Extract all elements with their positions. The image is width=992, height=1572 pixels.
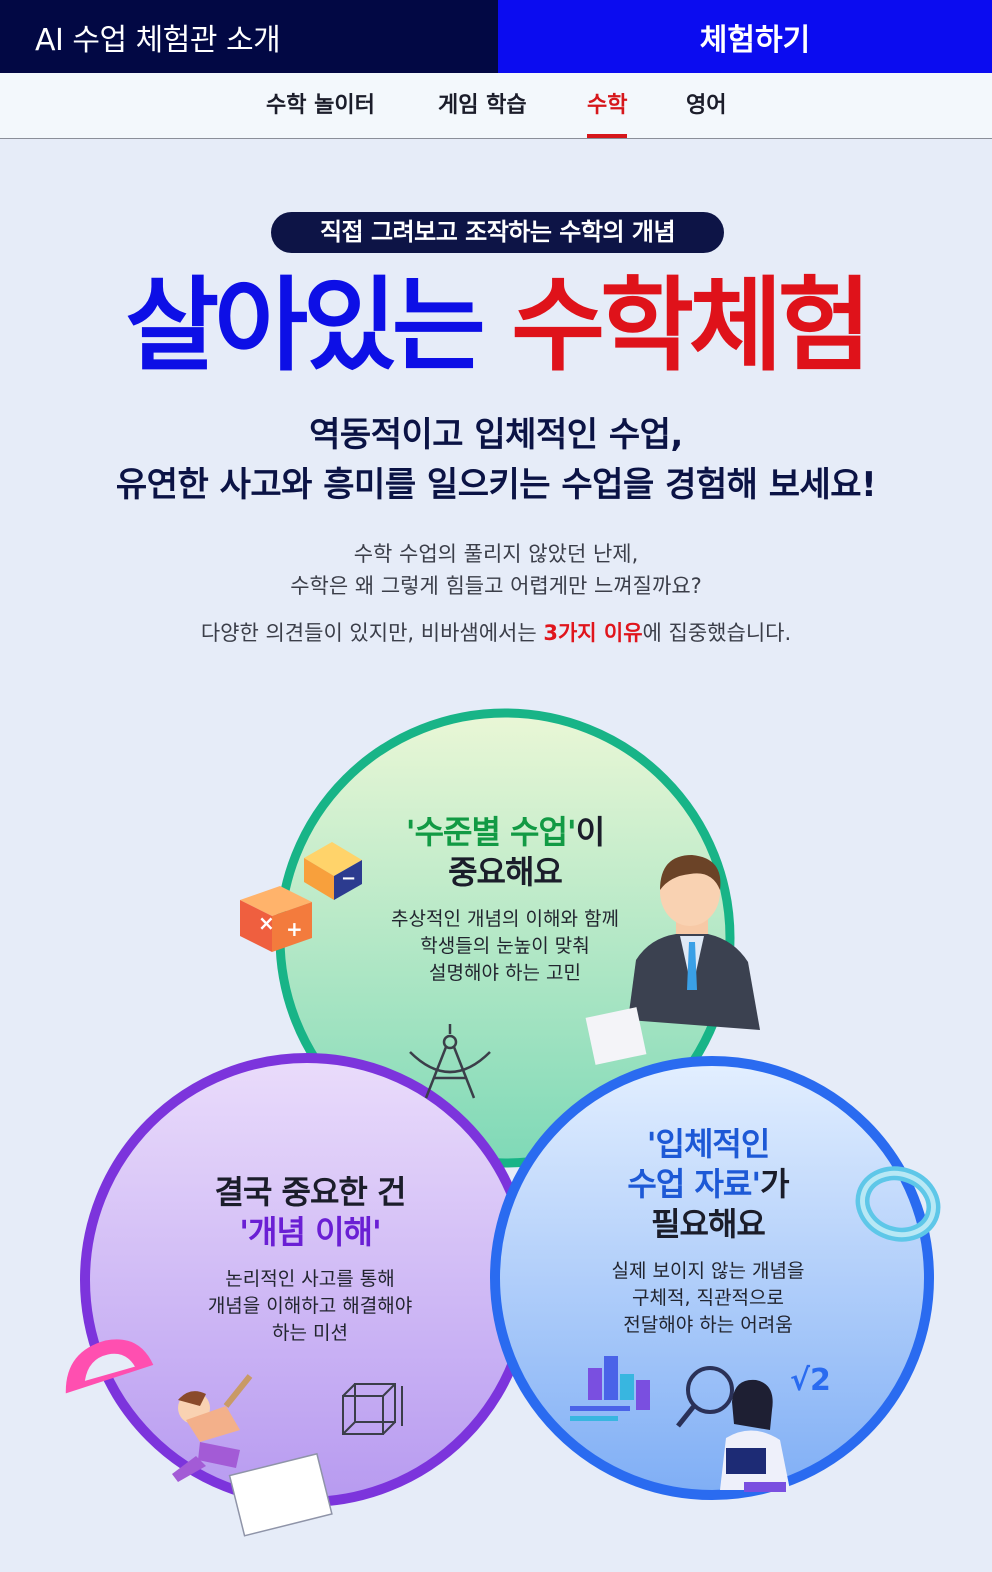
reason-purple-body-line: 개념을 이해하고 해결해야 xyxy=(207,1295,413,1317)
reason-blue-title: '입체적인 수업 자료'가 필요해요 xyxy=(528,1124,888,1244)
reason-purple-title-line1: 결국 중요한 건 xyxy=(214,1173,407,1211)
teacher-illustration xyxy=(585,855,760,1065)
reason-blue-body: 실제 보이지 않는 개념을 구체적, 직관적으로 전달해야 하는 어려움 xyxy=(528,1258,888,1339)
reason-purple-body-line: 하는 미션 xyxy=(272,1322,348,1344)
reason-purple-body: 논리적인 사고를 통해 개념을 이해하고 해결해야 하는 미션 xyxy=(130,1266,490,1347)
tab-english[interactable]: 영어 xyxy=(686,93,727,118)
blue-circle xyxy=(490,1056,934,1500)
reason-purple-highlight: '개념 이해' xyxy=(239,1213,381,1251)
reason-green-title-rest: 이 xyxy=(575,813,605,851)
reason-green-body-line: 학생들의 눈높이 맞춰 xyxy=(420,935,590,957)
svg-text:+: + xyxy=(286,917,303,941)
desc-line1: 수학 수업의 풀리지 않았던 난제, xyxy=(353,542,639,566)
header-title-area: AI 수업 체험관 소개 xyxy=(0,0,498,73)
reason-green-body-line: 추상적인 개념의 이해와 함께 xyxy=(391,908,619,930)
reason-blue-body-line: 전달해야 하는 어려움 xyxy=(623,1314,793,1336)
reason-purple-block: 결국 중요한 건 '개념 이해' 논리적인 사고를 통해 개념을 이해하고 해결… xyxy=(130,1172,490,1347)
svg-text:−: − xyxy=(341,868,356,889)
reason-green-block: '수준별 수업'이 중요해요 추상적인 개념의 이해와 함께 학생들의 눈높이 … xyxy=(325,812,685,987)
page-title: AI 수업 체험관 소개 xyxy=(35,22,281,58)
reason-blue-body-line: 구체적, 직관적으로 xyxy=(632,1287,784,1309)
try-experience-button[interactable]: 체험하기 xyxy=(498,0,992,73)
wire-cube-icon xyxy=(342,1383,403,1435)
venn-diagram-graphic: × + − xyxy=(65,708,941,1537)
hero-subtitle-line2: 유연한 사고와 흥미를 일으키는 수업을 경험해 보세요! xyxy=(115,465,877,505)
desc-line2: 수학은 왜 그렇게 힘들고 어렵게만 느껴질까요? xyxy=(290,574,702,598)
svg-text:×: × xyxy=(258,911,275,935)
bar-chart-3d-icon xyxy=(570,1356,650,1421)
subject-tab-bar: 수학 놀이터 게임 학습 수학 영어 xyxy=(0,73,992,139)
hero-title-blue: 살아있는 xyxy=(125,267,485,386)
reason-green-highlight: '수준별 수업' xyxy=(405,813,577,851)
desc3-highlight: 3가지 이유 xyxy=(543,621,643,645)
reason-purple-title: 결국 중요한 건 '개념 이해' xyxy=(130,1172,490,1252)
ring-3d-icon xyxy=(855,1166,941,1242)
tab-math-playground[interactable]: 수학 놀이터 xyxy=(266,93,375,118)
hero-title: 살아있는 수학체험 xyxy=(0,262,992,392)
hero-title-red: 수학체험 xyxy=(511,267,871,386)
reason-green-title: '수준별 수업'이 중요해요 xyxy=(325,812,685,892)
tab-game-learning[interactable]: 게임 학습 xyxy=(438,93,527,118)
reason-green-body: 추상적인 개념의 이해와 함께 학생들의 눈높이 맞춰 설명해야 하는 고민 xyxy=(325,906,685,987)
student-illustration xyxy=(172,1374,333,1537)
hero-subtitle: 역동적이고 입체적인 수업, 유연한 사고와 흥미를 일으키는 수업을 경험해 … xyxy=(0,410,992,510)
try-experience-label: 체험하기 xyxy=(699,22,811,58)
reason-blue-title-line3: 필요해요 xyxy=(651,1205,766,1243)
hero-subtitle-line1: 역동적이고 입체적인 수업, xyxy=(309,415,683,455)
reason-blue-body-line: 실제 보이지 않는 개념을 xyxy=(611,1260,805,1282)
desc3-text-before: 다양한 의견들이 있지만, 비바샘에서는 xyxy=(200,621,544,645)
reason-green-body-line: 설명해야 하는 고민 xyxy=(429,962,581,984)
reason-green-title-line2: 중요해요 xyxy=(448,853,563,891)
reason-blue-title-rest: 가 xyxy=(760,1165,789,1203)
tab-math[interactable]: 수학 xyxy=(587,73,628,138)
math-cubes-icon: × + − xyxy=(240,842,362,952)
researcher-illustration xyxy=(676,1366,790,1492)
reason-blue-highlight1: '입체적인 xyxy=(646,1125,771,1163)
desc3-text-after: 에 집중했습니다. xyxy=(642,621,792,645)
hero-tagline-pill: 직접 그려보고 조작하는 수학의 개념 xyxy=(271,212,724,253)
protractor-icon xyxy=(65,1339,154,1394)
top-header: AI 수업 체험관 소개 체험하기 xyxy=(0,0,992,73)
compass-icon xyxy=(409,1024,491,1099)
desc-line3: 다양한 의견들이 있지만, 비바샘에서는 3가지 이유에 집중했습니다. xyxy=(0,617,992,647)
sqrt-symbol-icon: √2 xyxy=(790,1363,831,1398)
reason-blue-highlight2: 수업 자료' xyxy=(627,1165,761,1203)
reason-blue-block: '입체적인 수업 자료'가 필요해요 실제 보이지 않는 개념을 구체적, 직관… xyxy=(528,1124,888,1339)
hero-description: 수학 수업의 풀리지 않았던 난제, 수학은 왜 그렇게 힘들고 어렵게만 느껴… xyxy=(0,538,992,602)
reason-purple-body-line: 논리적인 사고를 통해 xyxy=(225,1268,395,1290)
